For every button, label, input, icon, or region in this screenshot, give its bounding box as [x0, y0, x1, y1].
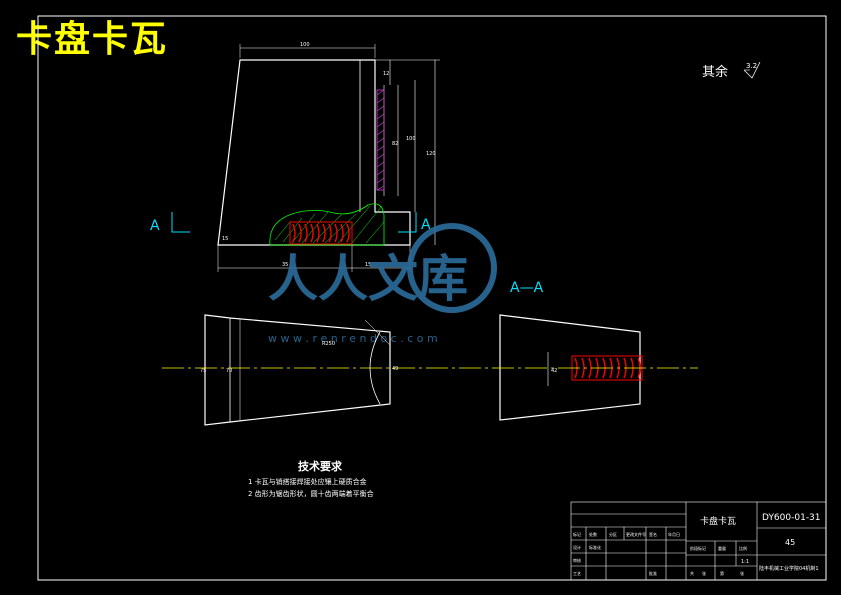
section-view-label: A—A	[510, 280, 544, 296]
roughness-value: 3.2	[746, 62, 757, 70]
tb-cell-8: 审核	[573, 557, 581, 563]
tb-cell-6: 设计	[573, 544, 581, 550]
drawing-title-overlay: 卡盘卡瓦	[16, 19, 169, 60]
spring-main	[289, 221, 353, 245]
tb-cell-4: 签名	[649, 531, 657, 537]
tb-cell-2: 分区	[609, 531, 617, 537]
tb-cell-16: 第	[720, 570, 724, 576]
notes-line-1: 1 卡瓦与销搭接焊接处应镶上硬质合金	[248, 477, 367, 486]
tb-cell-15: 张	[702, 570, 706, 576]
tb-part-name: 卡盘卡瓦	[700, 515, 736, 527]
dim-right-height: 120	[426, 151, 436, 157]
tb-cell-14: 共	[690, 570, 694, 576]
tb-cell-12: 重量	[718, 545, 726, 551]
dim-front-left: 75	[200, 368, 206, 374]
tb-cell-13: 比例	[739, 545, 747, 551]
section-mark-right: A	[421, 217, 431, 233]
watermark: 人人文库 w w w . r e n r e n d o c . c o m	[268, 223, 497, 345]
tooth-strip	[376, 89, 385, 191]
tb-cell-11: 阶段标记	[690, 545, 706, 551]
roughness-label: 其余	[702, 64, 728, 80]
watermark-url: w w w . r e n r e n d o c . c o m	[268, 332, 438, 345]
notes-heading: 技术要求	[298, 459, 343, 473]
notes-line-2: 2 齿形为锯齿形状，圆十齿两端着平衡合	[248, 489, 374, 498]
drawing-border	[37, 15, 827, 581]
dim-right-inner: 100	[406, 136, 416, 142]
tb-cell-5: 年月日	[668, 531, 680, 537]
dim-top-width: 100	[300, 42, 310, 48]
dim-front-end: 49	[392, 366, 398, 372]
tb-cell-9: 工艺	[573, 571, 581, 576]
dim-radius: R250	[322, 341, 335, 347]
tb-cell-3: 更改文件号	[626, 531, 646, 537]
tb-cell-10: 批准	[649, 570, 657, 576]
tb-org: 陆丰机械工业学院04机制1	[759, 565, 819, 572]
section-hatch	[269, 203, 385, 246]
tb-cell-1: 处数	[589, 531, 597, 537]
dim-front-inner: 70	[226, 368, 232, 374]
dim-section-height: 42	[551, 368, 557, 374]
tb-scale: 1:1	[741, 559, 749, 565]
title-block	[570, 501, 827, 581]
main-view: 100 120 100 82 12 35 15 15 A A	[150, 42, 440, 272]
section-mark-left: A	[150, 218, 160, 234]
dim-right-mid: 82	[392, 141, 398, 147]
tb-cell-7: 标准化	[589, 544, 601, 550]
roughness-symbol	[743, 61, 761, 79]
tb-drawing-no: DY600-01-31	[762, 513, 821, 523]
dim-small-a: 15	[222, 236, 228, 242]
tb-cell-0: 标记	[573, 531, 581, 537]
dim-right-top: 12	[383, 71, 389, 77]
tb-cell-17: 张	[740, 570, 744, 576]
dim-bottom-right: 15	[365, 262, 371, 268]
front-view: R250 75 70 49	[200, 314, 398, 426]
dim-bottom-left: 35	[282, 262, 288, 268]
watermark-text: 人人文库	[268, 250, 468, 308]
section-view: 42	[499, 314, 643, 421]
tb-material: 45	[785, 538, 795, 547]
